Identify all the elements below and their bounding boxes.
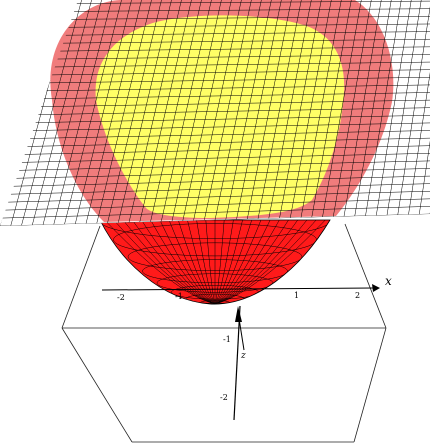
plane-grid-line (333, 0, 383, 217)
plane-grid-line (32, 0, 108, 226)
plane-grid-line (171, 0, 236, 222)
x-tick-label: -1 (175, 292, 183, 301)
plane-grid-line (107, 0, 177, 224)
bowl-mesh-meridian (214, 220, 274, 305)
bowl-mesh-meridian (214, 220, 225, 305)
plane-grid-line (161, 0, 226, 222)
plane-grid-line (386, 0, 430, 216)
bowl-mesh-meridian (214, 220, 283, 305)
plane-grid-line (42, 0, 118, 225)
plane-grid-line (247, 0, 304, 220)
plane-grid-line (204, 0, 265, 221)
x-axis-label: x (385, 274, 392, 288)
plane-grid-line (118, 0, 187, 223)
plane-grid-line (419, 0, 430, 215)
plane-grid-line (300, 0, 353, 218)
plane-grid-line (343, 0, 392, 217)
plane-grid-line (193, 0, 255, 221)
plane-grid-line (311, 0, 363, 218)
bowl-mesh-meridian (214, 220, 254, 305)
bowl-mesh-meridian (156, 220, 216, 305)
bowl-mesh-meridian (100, 220, 216, 305)
z-tick-label: -1 (223, 335, 231, 344)
plane-grid-line (85, 0, 157, 224)
bowl-mesh-meridian (214, 220, 322, 305)
plane-grid-line (21, 0, 98, 226)
z-axis-label: z (240, 351, 246, 361)
plane-grid-line (64, 0, 138, 225)
plane-grid-line (397, 0, 430, 215)
x-tick-label: 2 (355, 291, 360, 300)
plane-grid-line (128, 0, 196, 223)
x-tick-label: 1 (294, 291, 299, 300)
bowl-mesh-meridian (214, 220, 264, 305)
bowl-mesh-meridian (137, 220, 216, 305)
x-tick-label: -2 (117, 293, 125, 302)
bowl-mesh-meridian (214, 220, 330, 305)
bowl-mesh-meridian (127, 220, 216, 305)
plane-grid-line (182, 0, 245, 221)
bowl-mesh-meridian (205, 220, 216, 305)
plane-grid-line (150, 0, 216, 222)
plane-grid-line (322, 0, 373, 218)
plane-grid-line (257, 0, 314, 219)
bowl-mesh-meridian (108, 220, 216, 305)
bowl-mesh-meridian (147, 220, 216, 305)
bowl-mesh-meridian (176, 220, 216, 305)
intersection-region (95, 15, 345, 219)
plane-grid-line (408, 0, 430, 215)
plane-grid-line (236, 0, 294, 220)
plane-grid-line (365, 0, 412, 216)
z-tick-label: -2 (220, 393, 228, 402)
bowl-mesh-meridian (214, 220, 303, 305)
plane-grid-line (376, 0, 422, 216)
z-axis (233, 305, 245, 421)
bounding-box (61, 223, 387, 443)
plane-grid-line (268, 0, 324, 219)
bowl-mesh-meridian (185, 220, 216, 305)
plane-grid-line (139, 0, 206, 223)
z-axis-arrowhead (235, 306, 242, 322)
bowl-mesh-meridian (118, 220, 216, 305)
plane-grid-line (214, 0, 275, 221)
plane-grid-line (96, 0, 167, 224)
bowl-mesh-meridian (166, 220, 216, 305)
axis-labels: -2 -1 1 2 x -1 -2 z (117, 274, 392, 402)
plane-grid-line (354, 0, 402, 217)
plane-grid-line (290, 0, 343, 218)
x-axis (101, 284, 380, 292)
plane-grid-line (75, 0, 147, 224)
bowl-mesh-meridian (214, 220, 235, 305)
plane-grid-line (279, 0, 334, 219)
plane-grid-line (225, 0, 285, 220)
bowl-mesh-meridian (214, 220, 245, 305)
x-axis-arrowhead (372, 284, 380, 292)
plane-grid-line (53, 0, 128, 225)
bowl-mesh-meridian (214, 220, 312, 305)
paraboloid-surface (99, 219, 331, 305)
bowl-mesh-meridian (195, 220, 216, 305)
cutting-plane (0, 0, 430, 226)
bowl-mesh-meridian (214, 220, 293, 305)
